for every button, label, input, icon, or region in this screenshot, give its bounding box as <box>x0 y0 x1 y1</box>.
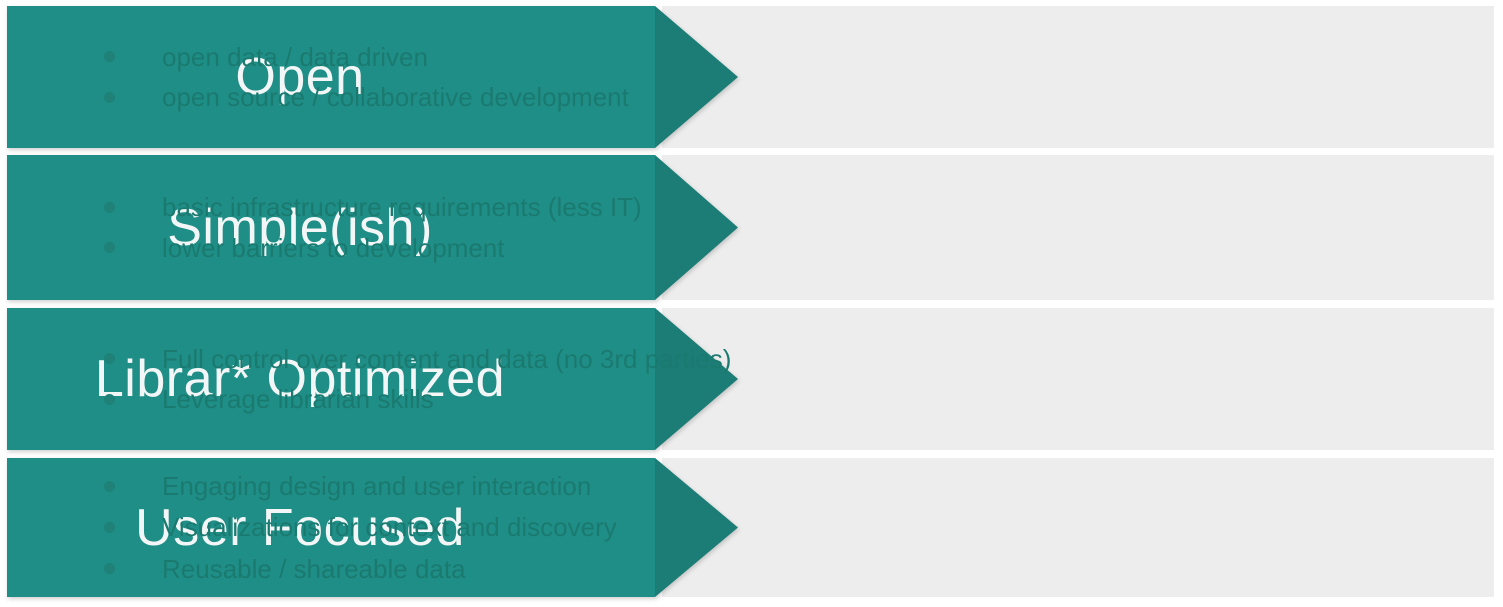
bullet-dot-icon <box>104 563 115 575</box>
list-item: Reusable / shareable data <box>104 553 1495 584</box>
bullet-text: lower barriers to development <box>162 232 505 263</box>
bullet-dot-icon <box>104 242 115 254</box>
list-item: lower barriers to development <box>104 232 1495 263</box>
list-item: open source / collaborative development <box>104 83 1495 111</box>
list-item: open data / data driven <box>104 43 1495 71</box>
bullet-dot-icon <box>104 521 115 533</box>
bullet-text: Reusable / shareable data <box>162 553 466 584</box>
diagram-row-simple-ish: Simple(ish) basic infrastructure require… <box>0 155 1503 300</box>
list-item: Full control over content and data (no 3… <box>104 345 1495 373</box>
bullet-list: basic infrastructure requirements (less … <box>104 155 1495 300</box>
arrow-shape[interactable] <box>7 308 738 450</box>
bullet-dot-icon <box>104 353 115 365</box>
bullet-panel <box>662 6 1494 148</box>
bullet-list: Engaging design and user interaction Vis… <box>104 458 1495 597</box>
bullet-text: open data / data driven <box>162 41 428 72</box>
bullet-text: Engaging design and user interaction <box>162 471 592 502</box>
arrow-shape[interactable] <box>7 155 738 300</box>
bullet-panel <box>662 458 1494 597</box>
list-item: basic infrastructure requirements (less … <box>104 192 1495 223</box>
bullet-dot-icon <box>104 51 115 63</box>
bullet-text: Visualizations for context and discovery <box>162 512 617 543</box>
bullet-dot-icon <box>104 201 115 213</box>
bullet-text: Leverage librarian skills <box>162 384 434 414</box>
bullet-panel <box>662 155 1494 300</box>
bullet-list: open data / data driven open source / co… <box>104 6 1495 148</box>
bullet-text: Full control over content and data (no 3… <box>162 343 732 374</box>
list-item: Visualizations for context and discovery <box>104 512 1495 543</box>
bullet-text: open source / collaborative development <box>162 82 629 112</box>
arrow-shape[interactable] <box>7 458 738 597</box>
diagram-row-librar-optimized: Librar* Optimized Full control over cont… <box>0 308 1503 450</box>
bullet-panel <box>662 308 1494 450</box>
diagram-row-user-focused: User Focused Engaging design and user in… <box>0 458 1503 597</box>
arrow-shape[interactable] <box>7 6 738 148</box>
bullet-dot-icon <box>104 480 115 492</box>
bullet-dot-icon <box>104 393 115 405</box>
bullet-text: basic infrastructure requirements (less … <box>162 192 642 223</box>
bullet-dot-icon <box>104 91 115 103</box>
list-item: Leverage librarian skills <box>104 385 1495 413</box>
bullet-list: Full control over content and data (no 3… <box>104 308 1495 450</box>
diagram-row-open: Open open data / data driven open source… <box>0 6 1503 148</box>
list-item: Engaging design and user interaction <box>104 472 1495 500</box>
